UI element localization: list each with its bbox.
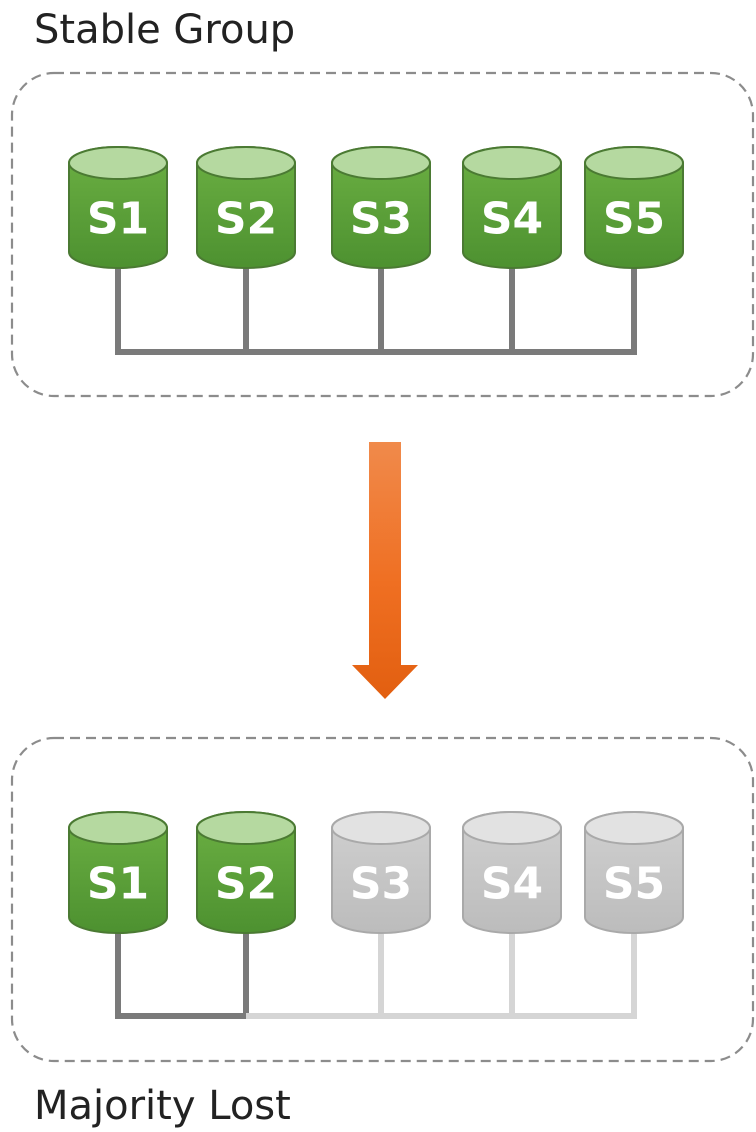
server-label: S3: [350, 194, 412, 245]
server-s5: S5: [584, 811, 684, 934]
server-label: S5: [603, 194, 665, 245]
server-top: [331, 811, 431, 845]
server-s2: S2: [196, 146, 296, 269]
server-top: [462, 811, 562, 845]
server-s3: S3: [331, 811, 431, 934]
server-top: [196, 811, 296, 845]
majority-lost-servers: S1 S2 S3 S4 S5: [68, 811, 684, 934]
server-top: [584, 146, 684, 180]
majority-lost-group-box: [10, 736, 755, 1063]
server-s2: S2: [196, 811, 296, 934]
stable-group-title: Stable Group: [34, 7, 296, 53]
server-label: S1: [87, 859, 149, 910]
server-label: S4: [481, 194, 543, 245]
transition-arrow: [352, 442, 418, 699]
server-label: S2: [215, 194, 277, 245]
server-top: [68, 811, 168, 845]
server-label: S1: [87, 194, 149, 245]
server-top: [331, 146, 431, 180]
server-top: [68, 146, 168, 180]
server-s4: S4: [462, 146, 562, 269]
server-top: [196, 146, 296, 180]
server-label: S3: [350, 859, 412, 910]
server-s5: S5: [584, 146, 684, 269]
server-s1: S1: [68, 146, 168, 269]
server-label: S5: [603, 859, 665, 910]
server-s3: S3: [331, 146, 431, 269]
server-label: S2: [215, 859, 277, 910]
server-top: [584, 811, 684, 845]
majority-lost-connections: [115, 931, 637, 1019]
stable-group-connections: [115, 266, 637, 355]
stable-group-box: [10, 71, 755, 398]
server-label: S4: [481, 859, 543, 910]
server-top: [462, 146, 562, 180]
majority-lost-title: Majority Lost: [34, 1083, 291, 1129]
server-s1: S1: [68, 811, 168, 934]
stable-group-servers: S1 S2 S3 S4 S5: [68, 146, 684, 269]
server-s4: S4: [462, 811, 562, 934]
